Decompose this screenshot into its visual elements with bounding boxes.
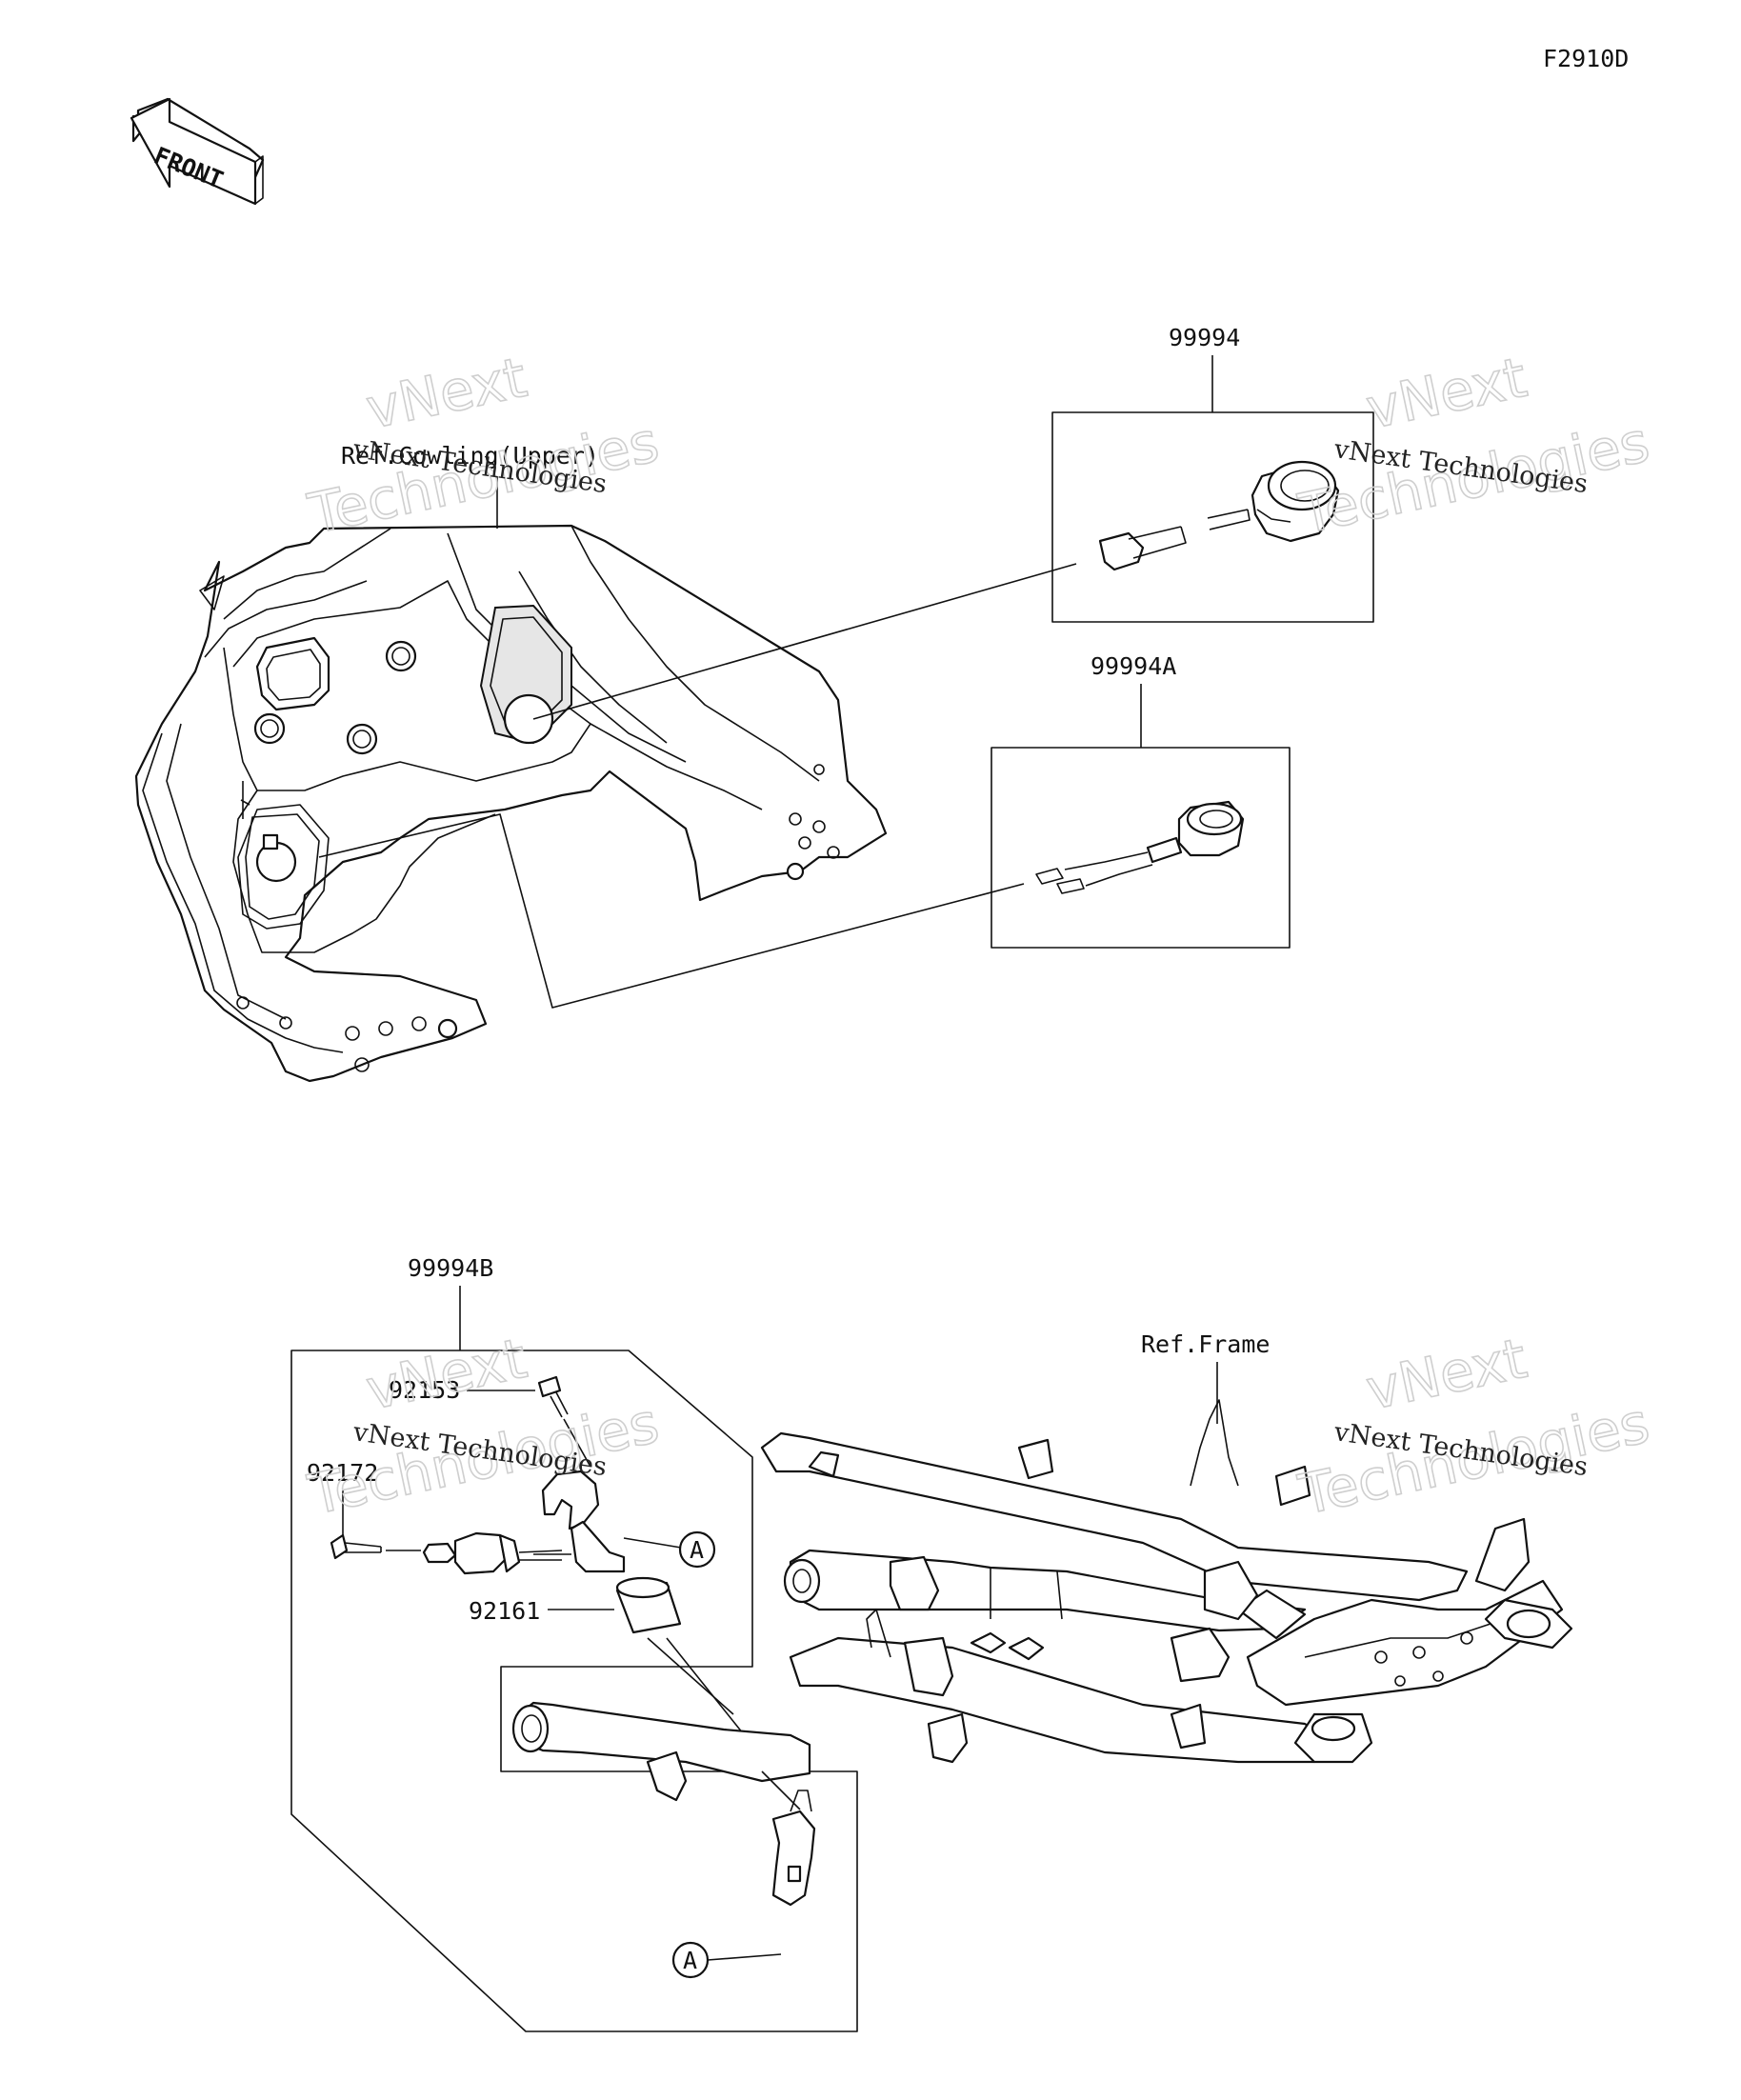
watermark-right-bottom: vNext Technologies vNext Technologies	[1292, 1325, 1655, 1529]
watermark-right-top: vNext Technologies vNext Technologies	[1292, 344, 1655, 548]
ref-cowling-label: Ref.Cowling(Upper)	[341, 442, 599, 470]
part-99994A-callout: 99994A	[1091, 652, 1176, 680]
ref-frame-label: Ref.Frame	[1141, 1330, 1270, 1358]
leader-99994A-to-cowling	[318, 813, 1025, 1009]
part-92153-callout: 92153	[389, 1376, 460, 1404]
part-92172-callout: 92172	[307, 1459, 378, 1487]
watermark-left-top: vNext Technologies vNext Technologies	[302, 344, 665, 548]
part-92161-callout: 92161	[469, 1597, 540, 1625]
frame-drawing: Ref.Frame	[760, 1330, 1573, 1764]
watermark-left-bottom: vNext Technologies vNext Technologies	[302, 1325, 665, 1529]
figure-code: F2910D	[1543, 45, 1629, 72]
part-99994-callout: 99994	[1169, 324, 1240, 351]
marker-a-bottom-label: A	[683, 1947, 697, 1974]
cowling-upper-drawing	[134, 524, 888, 1083]
svg-text:vNext: vNext	[1361, 345, 1532, 442]
svg-text:vNext: vNext	[361, 345, 532, 442]
part-99994-box: 99994	[1051, 324, 1374, 623]
svg-text:vNext: vNext	[361, 1326, 532, 1423]
marker-a-top-label: A	[690, 1536, 704, 1564]
part-99994A-box: 99994A	[991, 652, 1291, 949]
leader-99994-to-cowling	[532, 563, 1077, 720]
part-99994B-callout: 99994B	[408, 1254, 493, 1282]
front-arrow-icon: FRONT	[130, 97, 265, 206]
part-99994B-box: 99994B 92153 92172 A 92161	[290, 1254, 858, 2032]
marker-a-top	[678, 1530, 716, 1569]
svg-text:vNext: vNext	[1361, 1326, 1532, 1423]
